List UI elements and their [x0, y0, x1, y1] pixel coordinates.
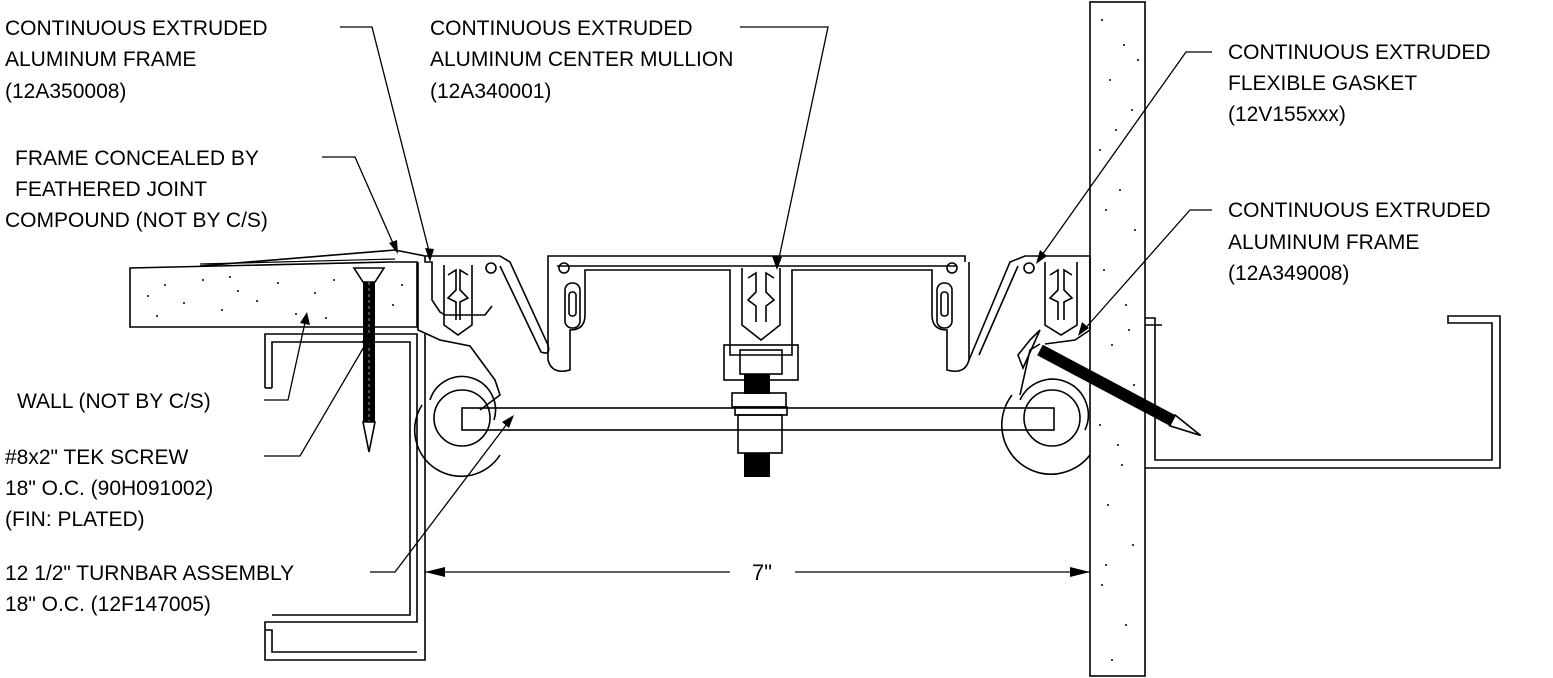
svg-text:(12A349008): (12A349008): [1228, 262, 1349, 285]
label-tek-screw: #8x2" TEK SCREW 18" O.C. (90H091002) (FI…: [5, 446, 213, 531]
turnbar: [461, 407, 1055, 431]
svg-text:(12A340001): (12A340001): [430, 80, 551, 103]
svg-text:18" O.C. (90H091002): 18" O.C. (90H091002): [5, 477, 213, 500]
svg-text:FRAME CONCEALED BY: FRAME CONCEALED BY: [15, 147, 259, 170]
right-wall: [1089, 1, 1146, 677]
svg-text:ALUMINUM CENTER MULLION: ALUMINUM CENTER MULLION: [430, 48, 733, 71]
svg-text:18" O.C. (12F147005): 18" O.C. (12F147005): [5, 593, 211, 616]
svg-text:ALUMINUM FRAME: ALUMINUM FRAME: [5, 48, 196, 71]
svg-text:FEATHERED JOINT: FEATHERED JOINT: [15, 178, 207, 201]
svg-text:(12A350008): (12A350008): [5, 80, 126, 103]
dimension-7in: 7": [425, 560, 1090, 585]
right-aluminum-frame: [968, 255, 1091, 475]
left-wall-board: [129, 249, 426, 328]
svg-text:CONTINUOUS EXTRUDED: CONTINUOUS EXTRUDED: [1228, 199, 1491, 222]
right-stud-channel: [1145, 315, 1501, 469]
label-frame-left: CONTINUOUS EXTRUDED ALUMINUM FRAME (12A3…: [5, 17, 268, 103]
label-mullion: CONTINUOUS EXTRUDED ALUMINUM CENTER MULL…: [430, 17, 733, 103]
svg-text:(FIN: PLATED): (FIN: PLATED): [5, 508, 145, 531]
svg-text:ALUMINUM FRAME: ALUMINUM FRAME: [1228, 231, 1419, 254]
label-turnbar: 12 1/2" TURNBAR ASSEMBLY 18" O.C. (12F14…: [5, 562, 294, 616]
svg-text:WALL (NOT BY C/S): WALL (NOT BY C/S): [17, 390, 211, 413]
label-frame-right: CONTINUOUS EXTRUDED ALUMINUM FRAME (12A3…: [1228, 199, 1491, 285]
right-tek-screw: [1017, 329, 1202, 437]
svg-text:12 1/2" TURNBAR ASSEMBLY: 12 1/2" TURNBAR ASSEMBLY: [5, 562, 294, 585]
left-stud-channel: [264, 333, 426, 661]
label-wall: WALL (NOT BY C/S): [17, 390, 211, 413]
svg-text:CONTINUOUS EXTRUDED: CONTINUOUS EXTRUDED: [5, 17, 268, 40]
left-aluminum-frame: [413, 255, 550, 478]
svg-text:CONTINUOUS EXTRUDED: CONTINUOUS EXTRUDED: [430, 17, 693, 40]
center-mullion: [547, 255, 970, 477]
svg-text:(12V155xxx): (12V155xxx): [1228, 103, 1346, 126]
leader-lines: [264, 26, 1212, 573]
dimension-label: 7": [752, 560, 772, 585]
svg-text:COMPOUND (NOT BY C/S): COMPOUND (NOT BY C/S): [5, 209, 268, 232]
svg-text:FLEXIBLE GASKET: FLEXIBLE GASKET: [1228, 72, 1417, 95]
svg-text:#8x2" TEK SCREW: #8x2" TEK SCREW: [5, 446, 188, 469]
label-gasket: CONTINUOUS EXTRUDED FLEXIBLE GASKET (12V…: [1228, 41, 1491, 126]
svg-text:CONTINUOUS EXTRUDED: CONTINUOUS EXTRUDED: [1228, 41, 1491, 64]
label-concealed: FRAME CONCEALED BY FEATHERED JOINT COMPO…: [5, 147, 268, 232]
left-tek-screw: [352, 267, 386, 453]
